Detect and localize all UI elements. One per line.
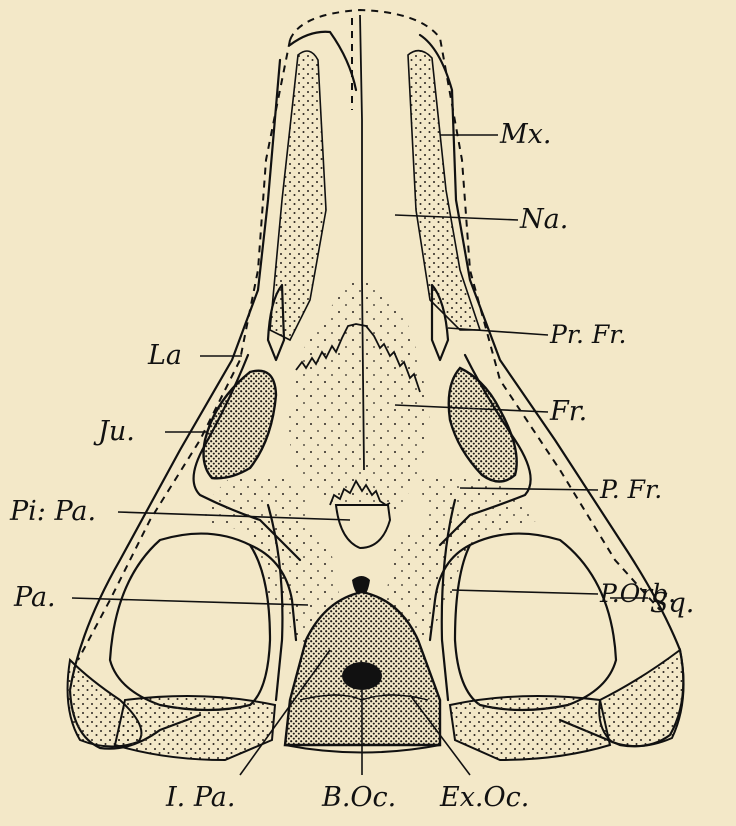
label-la: La xyxy=(147,340,182,371)
label-pfr: P. Fr. xyxy=(599,475,662,504)
label-sq: Sq. xyxy=(650,588,694,619)
maxilla-right xyxy=(408,51,480,330)
label-boc: B.Oc. xyxy=(321,782,396,813)
temporal-fenestra-right xyxy=(455,534,616,710)
label-ippa: Pi: Pa. xyxy=(9,496,96,527)
quadrate-left xyxy=(115,696,275,760)
leader-na xyxy=(395,215,518,220)
label-fr: Fr. xyxy=(549,396,587,427)
label-ju: Ju. xyxy=(93,416,135,447)
pineal-opening xyxy=(336,505,390,548)
orbit-left xyxy=(204,371,276,479)
foramen-magnum xyxy=(342,662,382,690)
leader-porb xyxy=(452,590,598,594)
label-na: Na. xyxy=(519,204,568,235)
label-pa: Pa. xyxy=(13,582,56,613)
temporal-fenestra-left xyxy=(110,534,270,710)
label-ipa: I. Pa. xyxy=(165,782,235,813)
quadrate-right xyxy=(450,696,610,760)
label-exoc: Ex.Oc. xyxy=(439,782,529,813)
snout-outline-left xyxy=(78,40,290,660)
squamosal-right xyxy=(599,650,683,746)
label-mx: Mx. xyxy=(499,119,551,150)
leader-prfr xyxy=(448,328,548,335)
label-prfr: Pr. Fr. xyxy=(549,320,626,349)
orbit-right xyxy=(449,368,517,482)
